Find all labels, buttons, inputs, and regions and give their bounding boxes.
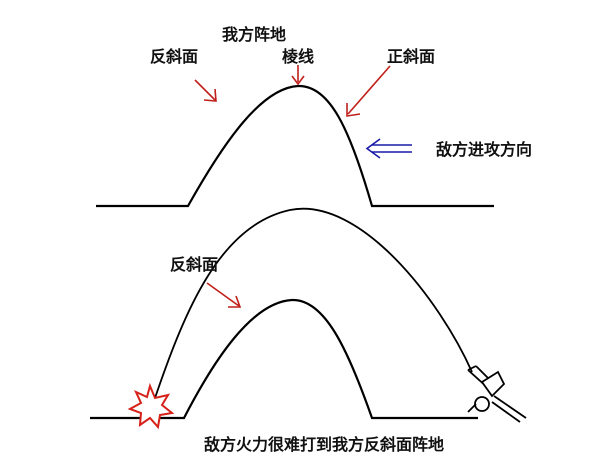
label-reverse-slope-top: 反斜面 (150, 47, 198, 66)
enemy-attack-arrow (365, 138, 412, 159)
forward-slope-arrow (346, 65, 391, 117)
shell-trajectory (154, 207, 473, 399)
top-hill-profile (96, 84, 494, 208)
label-our-position: 我方阵地 (222, 25, 286, 44)
bottom-hill-profile (90, 298, 478, 420)
ridge-line-arrow (291, 65, 305, 86)
label-forward-slope: 正斜面 (387, 47, 435, 66)
artillery-cannon-icon (467, 365, 527, 423)
label-ridge-line: 棱线 (282, 47, 314, 66)
reverse-slope-arrow-bottom (206, 282, 242, 308)
explosion-icon (127, 382, 175, 430)
reverse-slope-arrow-top (194, 79, 217, 102)
label-enemy-attack-direction: 敌方进攻方向 (436, 140, 532, 159)
label-reverse-slope-bottom: 反斜面 (170, 255, 218, 274)
caption: 敌方火力很难打到我方反斜面阵地 (204, 435, 444, 454)
